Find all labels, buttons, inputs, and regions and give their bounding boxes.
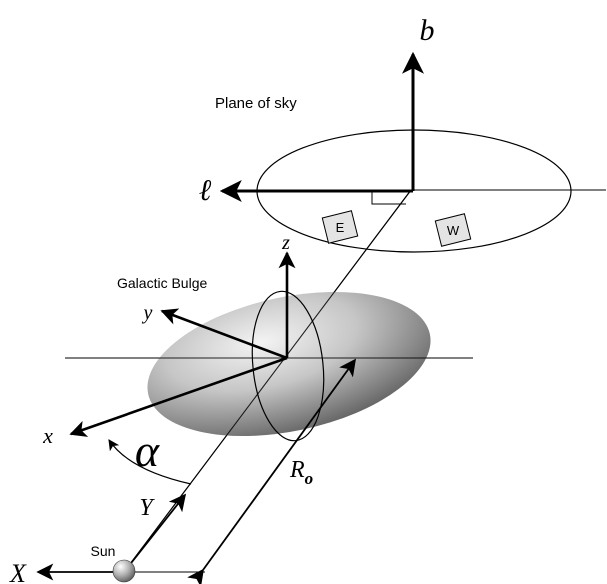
x-axis-label: x: [42, 423, 53, 448]
z-axis-label: z: [281, 232, 290, 254]
galactic-bulge: [147, 291, 431, 437]
plane-of-sky-label: Plane of sky: [215, 95, 297, 112]
alpha-angle-label: α: [135, 425, 160, 476]
west-box: W: [434, 213, 472, 247]
east-box-label: E: [336, 220, 345, 235]
sun-label: Sun: [91, 543, 116, 559]
right-angle-marker: [371, 190, 406, 205]
l-axis-label: ℓ: [199, 174, 212, 207]
X-axis-label: X: [9, 559, 27, 584]
alpha-angle-arc: [108, 439, 192, 485]
galactic-bulge-label: Galactic Bulge: [117, 275, 207, 291]
r-distance-label: Ro: [289, 457, 313, 488]
Y-axis-label: Y: [139, 495, 155, 521]
y-axis-arrow: [160, 308, 288, 360]
sun-sphere: [112, 559, 136, 583]
b-axis-label: b: [420, 14, 435, 47]
west-box-label: W: [447, 223, 460, 238]
east-box: E: [321, 210, 359, 244]
r-distance-arrow: [187, 358, 356, 584]
y-axis-label: y: [142, 302, 153, 324]
Y-axis-arrow: [123, 493, 187, 573]
